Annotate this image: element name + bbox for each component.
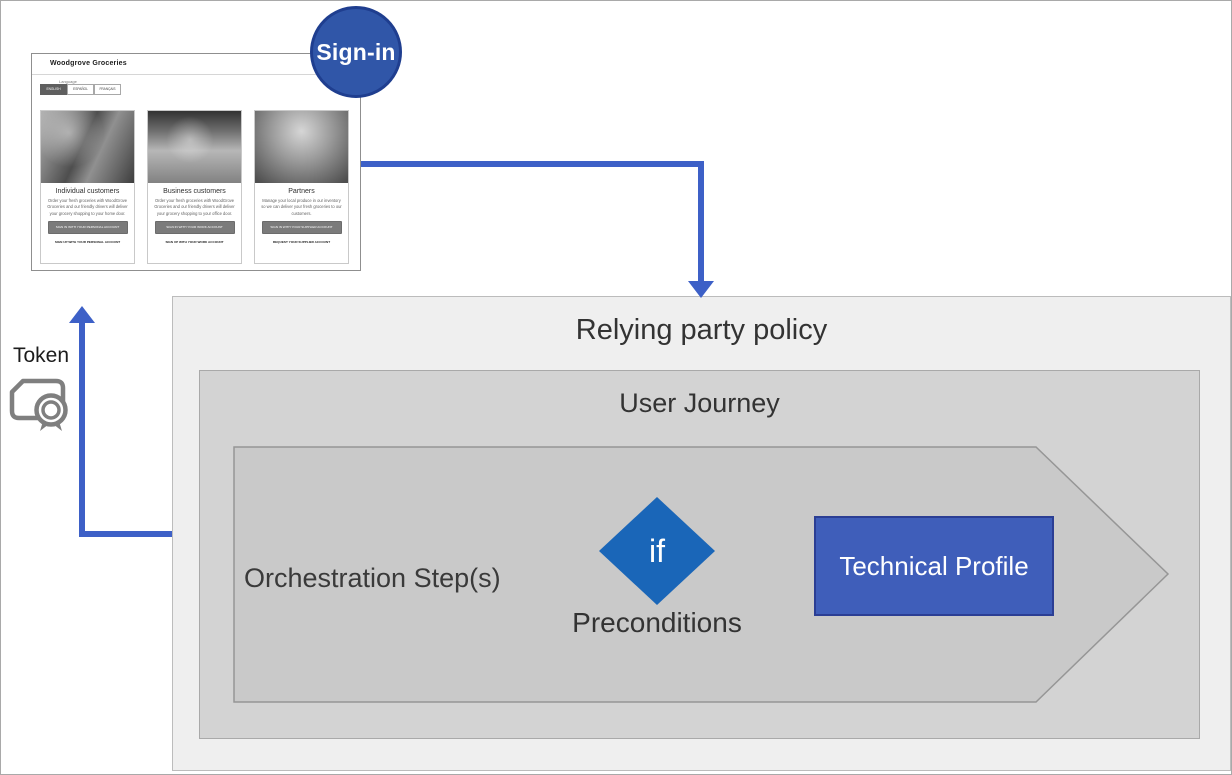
browser-window-title: Woodgrove Groceries [50,60,127,67]
card-description: Order your fresh groceries with WoodGrov… [47,198,128,216]
card-description: Order your fresh groceries with WoodGrov… [154,198,235,216]
business-customers-photo [148,111,241,183]
technical-profile-box: Technical Profile [814,516,1054,616]
user-journey-title: User Journey [619,388,780,418]
signin-work-account-button[interactable]: SIGN IN WITH YOUR WORK ACCOUNT [154,221,235,235]
title-divider [32,74,360,75]
orchestration-chevron-shape [233,446,1170,703]
relying-party-policy-title: Relying party policy [575,314,828,346]
individual-customers-card: Individual customers Order your fresh gr… [40,110,135,264]
token-arrow-horizontal-segment [79,531,172,537]
card-title: Partners [288,188,315,195]
individual-customers-photo [41,111,134,183]
language-button-english[interactable]: ENGLISH [40,84,67,95]
if-label: if [649,532,665,569]
signin-personal-account-button[interactable]: SIGN IN WITH YOUR PERSONAL ACCOUNT [47,221,128,235]
business-customers-card: Business customers Order your fresh groc… [147,110,242,264]
signup-personal-account-link[interactable]: SIGN UP WITH YOUR PERSONAL ACCOUNT [54,240,121,245]
signin-arrow-vertical-segment [698,161,704,282]
card-description: Manage your local produce in our invento… [261,198,342,216]
card-title: Business customers [163,188,226,195]
signup-work-account-link[interactable]: SIGN UP WITH YOUR WORK ACCOUNT [165,240,224,245]
sign-in-badge: Sign-in [310,6,402,98]
language-button-francais[interactable]: FRANÇAIS [94,84,121,95]
orchestration-steps-label: Orchestration Step(s) [244,563,501,593]
token-label: Token [13,344,70,367]
signin-arrow-down-head-icon [688,281,714,298]
language-label: Language [59,79,77,84]
partners-photo [255,111,348,183]
token-arrow-vertical-segment [79,322,85,537]
partners-card: Partners Manage your local produce in ou… [254,110,349,264]
request-supplier-account-link[interactable]: REQUEST YOUR SUPPLIER ACCOUNT [272,240,331,245]
if-diamond-shape [599,497,715,605]
woodgrove-browser-window: Woodgrove Groceries Language ENGLISH ESP… [31,53,361,271]
sign-in-label: Sign-in [316,38,396,65]
preconditions-label: Preconditions [572,607,742,638]
token-arrow-up-head-icon [69,306,95,323]
technical-profile-label: Technical Profile [839,550,1029,581]
certificate-icon [9,378,68,431]
signin-supplier-account-button[interactable]: SIGN IN WITH YOUR SUPPLIER ACCOUNT [261,221,342,235]
signin-arrow-horizontal-segment [361,161,701,167]
language-switcher: ENGLISH ESPAÑOL FRANÇAIS [40,84,121,95]
language-button-espanol[interactable]: ESPAÑOL [67,84,94,95]
card-title: Individual customers [55,188,120,195]
